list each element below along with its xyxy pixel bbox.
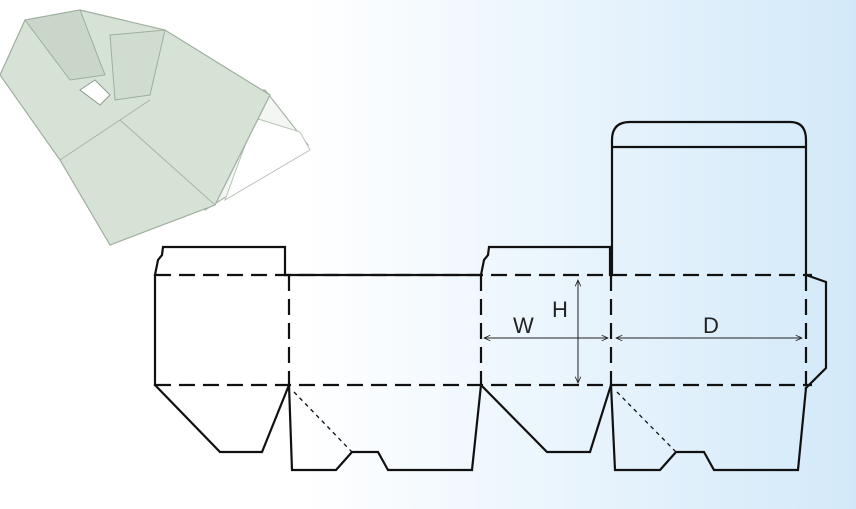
bottom-flap-4 bbox=[609, 383, 808, 472]
box-handle-cutout bbox=[79, 79, 111, 106]
dieline bbox=[153, 120, 828, 472]
top-dust-flap-right bbox=[479, 245, 612, 277]
glue-flap bbox=[804, 273, 828, 390]
width-label: W bbox=[513, 313, 534, 338]
depth-label: D bbox=[703, 313, 719, 338]
height-label: H bbox=[552, 297, 568, 322]
box-flap-a bbox=[24, 9, 106, 81]
folded-box-illustration bbox=[0, 9, 311, 246]
box-inner-panel bbox=[224, 117, 311, 202]
bottom-flap-1 bbox=[153, 383, 291, 454]
top-dust-flap-left bbox=[153, 245, 287, 277]
lock-fold-2 bbox=[616, 391, 677, 453]
lock-fold-1 bbox=[293, 391, 353, 453]
bottom-flap-2 bbox=[287, 383, 483, 472]
box-flap-b bbox=[109, 29, 166, 101]
box-crease bbox=[59, 99, 216, 206]
bottom-flap-3 bbox=[479, 383, 613, 454]
dimension-markers: W H D bbox=[484, 280, 802, 383]
top-tuck-flap bbox=[610, 120, 808, 277]
